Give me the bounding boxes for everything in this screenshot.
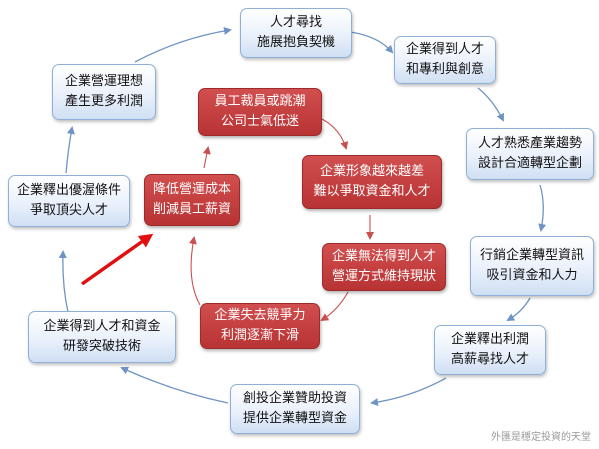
node-good-conditions: 企業釋出優渥條件 爭取頂尖人才 [8, 175, 130, 227]
arrow-plan-to-market [538, 184, 547, 232]
node-lose-competitiveness-line1: 企業失去競爭力 [214, 308, 306, 323]
node-gain-talent-patents: 企業得到人才 和專利與創意 [394, 36, 496, 84]
node-cut-costs-line1: 降低營運成本 [152, 182, 231, 197]
arrow-ideal-to-talent [134, 26, 232, 63]
node-image-decline-line1: 企業形象越來越差 [319, 164, 424, 179]
node-layoffs-line2: 公司士氣低迷 [220, 114, 299, 129]
node-release-profit-line2: 高薪尋找人才 [450, 352, 529, 367]
node-talent-search-line1: 人才尋找 [269, 15, 322, 30]
node-image-decline-line2: 難以爭取資金和人才 [313, 184, 431, 199]
highlight-arrow [80, 233, 154, 286]
node-maintain-status-line1: 企業無法得到人才 [331, 249, 436, 264]
arrow-talent-to-patents [349, 31, 394, 54]
node-talent-search: 人才尋找 施展抱負契機 [240, 8, 352, 58]
arrow-invest-to-funding [120, 366, 229, 404]
node-market-transformation-line1: 行銷企業轉型資訊 [479, 248, 584, 263]
node-layoffs: 員工裁員或跳潮 公司士氣低迷 [198, 88, 322, 136]
node-gain-talent-patents-line1: 企業得到人才 [405, 42, 484, 57]
arrow-layoffs-to-image [319, 117, 349, 150]
node-plan-transformation-line2: 設計合適轉型企劃 [477, 156, 582, 171]
node-invest-sponsor-line1: 創投企業贊助投資 [242, 391, 347, 406]
arrow-market-to-profit [506, 297, 531, 321]
node-cut-costs-line2: 削減員工薪資 [152, 202, 231, 217]
node-market-transformation: 行銷企業轉型資訊 吸引資金和人力 [470, 236, 594, 296]
node-lose-competitiveness: 企業失去競爭力 利潤逐漸下滑 [200, 303, 320, 349]
arrow-conditions-to-ideal [65, 126, 75, 174]
node-good-conditions-line1: 企業釋出優渥條件 [16, 183, 121, 198]
node-ideal-operation-line1: 企業營運理想 [64, 74, 143, 89]
node-invest-sponsor-line2: 提供企業轉型資金 [242, 411, 347, 426]
watermark-text: 外匯是穩定投資的天堂 [491, 432, 591, 443]
arrow-funding-to-conditions [58, 250, 69, 313]
arrow-patents-to-plan [477, 87, 504, 122]
node-maintain-status: 企業無法得到人才 營運方式維持現狀 [322, 243, 446, 291]
node-layoffs-line1: 員工裁員或跳潮 [214, 94, 306, 109]
arrow-lose-to-cut [188, 236, 201, 306]
node-gain-talent-patents-line2: 和專利與創意 [405, 62, 484, 77]
node-image-decline: 企業形象越來越差 難以爭取資金和人才 [302, 155, 442, 209]
node-ideal-operation: 企業營運理想 產生更多利潤 [52, 64, 156, 120]
node-ideal-operation-line2: 產生更多利潤 [64, 94, 143, 109]
node-plan-transformation: 人才熟悉產業趨勢 設計合適轉型企劃 [466, 128, 594, 180]
node-cut-costs: 降低營運成本 削減員工薪資 [144, 174, 240, 226]
node-plan-transformation-line1: 人才熟悉產業趨勢 [477, 136, 582, 151]
arrow-cut-to-layoffs [202, 146, 211, 169]
node-invest-sponsor: 創投企業贊助投資 提供企業轉型資金 [230, 384, 360, 434]
node-gain-talent-funding-line1: 企業得到人才和資金 [43, 319, 161, 334]
node-talent-search-line2: 施展抱負契機 [256, 35, 335, 50]
node-good-conditions-line2: 爭取頂尖人才 [29, 203, 108, 218]
node-lose-competitiveness-line2: 利潤逐漸下滑 [220, 328, 299, 343]
arrow-status-to-lose [320, 291, 349, 322]
node-gain-talent-funding-line2: 研發突破技術 [62, 339, 141, 354]
node-release-profit-line1: 企業釋出利潤 [450, 332, 529, 347]
node-market-transformation-line2: 吸引資金和人力 [486, 268, 578, 283]
arrow-profit-to-invest [370, 377, 447, 407]
node-release-profit: 企業釋出利潤 高薪尋找人才 [434, 325, 546, 375]
node-maintain-status-line2: 營運方式維持現狀 [331, 269, 436, 284]
node-gain-talent-funding: 企業得到人才和資金 研發突破技術 [28, 311, 176, 363]
